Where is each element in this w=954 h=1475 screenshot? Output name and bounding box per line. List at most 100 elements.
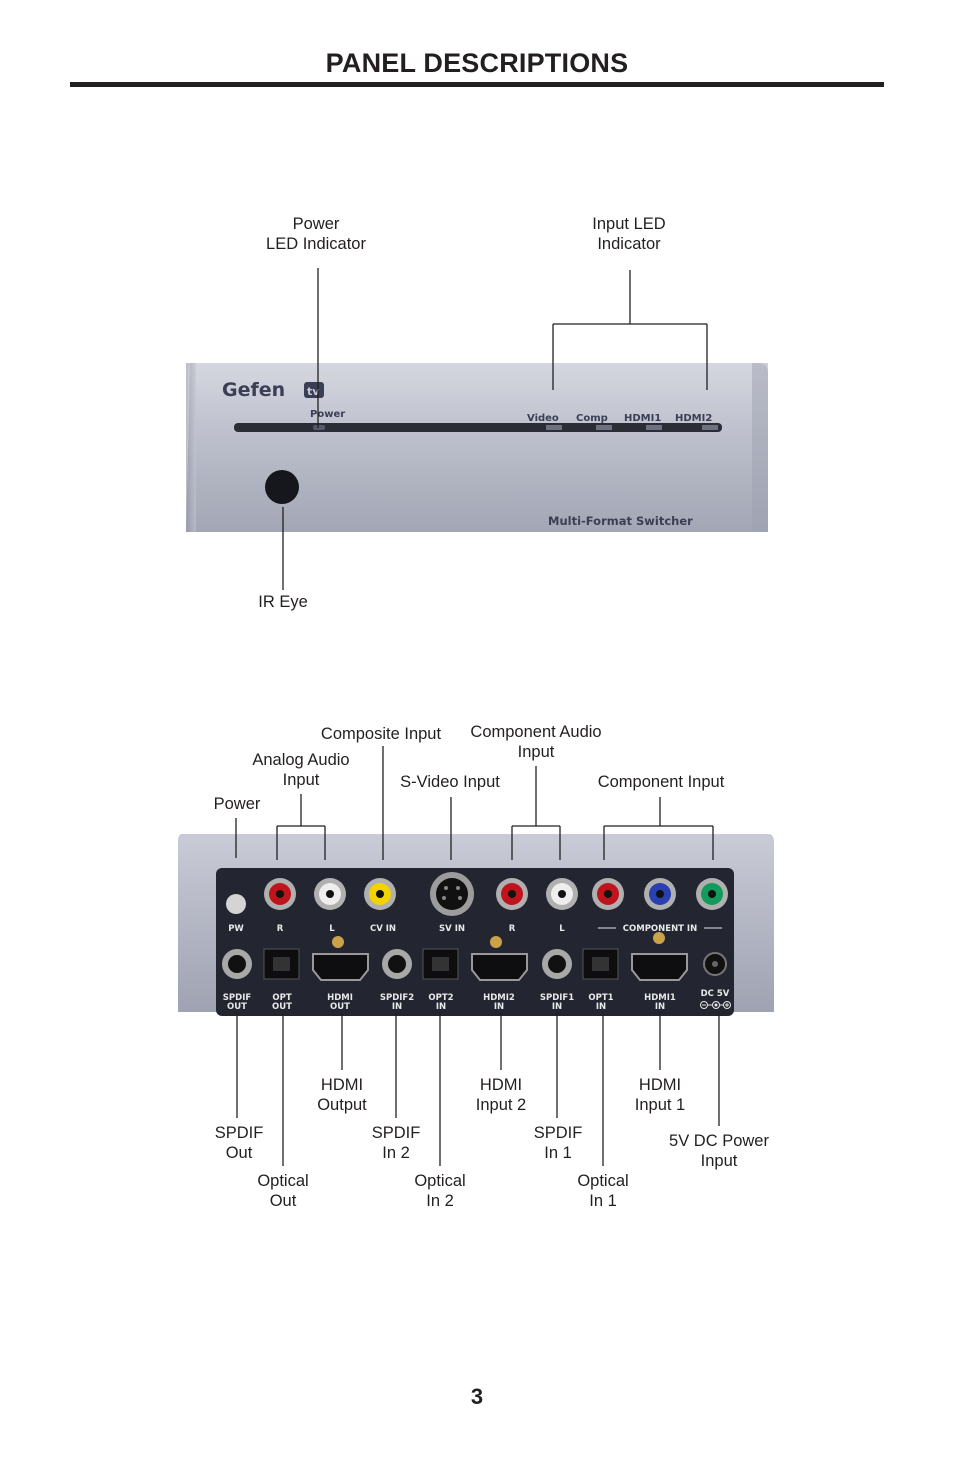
led-hdmi2 [702, 425, 718, 430]
callout-spdif-in2-line1: SPDIF [371, 1124, 421, 1142]
label-hdmi-out-2: OUT [330, 1002, 350, 1012]
label-opt-out: OPT [272, 993, 291, 1003]
callout-component-audio: Component Audio Input [456, 722, 616, 762]
callout-optical-out-line2: Out [269, 1192, 297, 1210]
callout-hdmi-input1-line1: HDMI [638, 1076, 682, 1094]
callout-hdmi-input2: HDMI Input 2 [451, 1075, 551, 1115]
label-opt1-in: OPT1 [588, 993, 613, 1003]
label-hdmi-out: HDMI [327, 993, 353, 1003]
callout-dc-power: 5V DC Power Input [654, 1131, 784, 1171]
brand-name: Gefen [222, 379, 285, 401]
callout-optical-out-line1: Optical [257, 1172, 309, 1190]
callout-spdif-out: SPDIF Out [194, 1123, 284, 1163]
led-hdmi1 [646, 425, 662, 430]
label-l: L [329, 924, 335, 934]
brand-badge: tv [307, 385, 320, 398]
input-label-hdmi2: HDMI2 [675, 413, 712, 424]
callout-spdif-out-line2: Out [225, 1144, 253, 1162]
callout-dc-power-line1: 5V DC Power [669, 1132, 769, 1150]
callout-power-led: Power LED Indicator [246, 214, 386, 254]
input-label-video: Video [527, 413, 559, 424]
model-label: Multi-Format Switcher [548, 514, 693, 528]
label-hdmi1-in-2: IN [655, 1002, 665, 1012]
label-pw: PW [228, 924, 244, 934]
label-hdmi1-in: HDMI1 [644, 993, 676, 1003]
led-comp [596, 425, 612, 430]
ir-eye-window [265, 470, 299, 504]
page-title: PANEL DESCRIPTIONS [325, 48, 629, 78]
label-comp-l: L [559, 924, 565, 934]
label-cv-in: CV IN [370, 924, 396, 934]
callout-power-led-line1: Power [292, 215, 340, 233]
callout-spdif-in2: SPDIF In 2 [351, 1123, 441, 1163]
callout-dc-power-line2: Input [700, 1152, 738, 1170]
callout-optical-in2-line1: Optical [414, 1172, 466, 1190]
callout-composite: Composite Input [306, 724, 456, 744]
label-hdmi2-in-2: IN [494, 1002, 504, 1012]
input-label-hdmi1: HDMI1 [624, 413, 661, 424]
hdmi1-in-jack [631, 953, 688, 981]
callout-power: Power [197, 794, 277, 814]
callout-analog-audio: Analog Audio Input [231, 750, 371, 790]
callout-svideo-line1: S-Video Input [400, 773, 500, 791]
callout-optical-in1: Optical In 1 [558, 1171, 648, 1211]
label-spdif-out-2: OUT [227, 1002, 247, 1012]
callout-analog-audio-line1: Analog Audio [252, 751, 350, 769]
callout-spdif-in1: SPDIF In 1 [513, 1123, 603, 1163]
input-label-comp: Comp [576, 413, 608, 424]
brand-logo: Gefen tv [222, 379, 324, 401]
callout-ir-eye-line1: IR Eye [258, 593, 308, 611]
power-led [313, 425, 325, 430]
dc-polarity-icon [700, 1001, 731, 1009]
callout-component: Component Input [586, 772, 736, 792]
callout-input-led-line1: Input LED [592, 215, 666, 233]
callout-optical-in1-line2: In 1 [589, 1192, 617, 1210]
front-panel-image: Gefen tv Power Video Comp HDMI1 HDMI2 Mu… [186, 363, 768, 532]
callout-optical-out: Optical Out [238, 1171, 328, 1211]
led-video [546, 425, 562, 430]
callout-optical-in2: Optical In 2 [395, 1171, 485, 1211]
label-spdif2-in: SPDIF2 [380, 993, 414, 1003]
callout-spdif-in1-line1: SPDIF [533, 1124, 583, 1142]
page-number: 3 [470, 1384, 484, 1409]
label-spdif1-in: SPDIF1 [540, 993, 574, 1003]
callout-power-led-line2: LED Indicator [266, 235, 366, 253]
callout-hdmi-output-line1: HDMI [320, 1076, 364, 1094]
label-comp-r: R [509, 924, 516, 934]
callout-composite-line1: Composite Input [320, 725, 442, 743]
callout-hdmi-input2-line1: HDMI [479, 1076, 523, 1094]
callout-component-line1: Component Input [597, 773, 725, 791]
label-opt2-in-2: IN [436, 1002, 446, 1012]
label-component-in: COMPONENT IN [623, 924, 697, 934]
callout-component-audio-line2: Input [517, 743, 555, 761]
callout-ir-eye: IR Eye [233, 592, 333, 612]
callout-input-led-line2: Indicator [597, 235, 661, 253]
callout-hdmi-input1: HDMI Input 1 [610, 1075, 710, 1115]
title-rule [70, 82, 884, 87]
callout-input-led: Input LED Indicator [563, 214, 695, 254]
hdmi-out-jack [312, 953, 369, 981]
pw-button [226, 894, 246, 914]
label-spdif1-in-2: IN [552, 1002, 562, 1012]
callout-hdmi-output-line2: Output [317, 1096, 367, 1114]
bottom-connectors [222, 948, 727, 981]
callout-analog-audio-line2: Input [282, 771, 320, 789]
label-hdmi2-in: HDMI2 [483, 993, 515, 1003]
label-opt-out-2: OUT [272, 1002, 292, 1012]
callout-svideo: S-Video Input [385, 772, 515, 792]
callout-hdmi-input1-line2: Input 1 [634, 1096, 686, 1114]
label-spdif2-in-2: IN [392, 1002, 402, 1012]
callout-component-audio-line1: Component Audio [470, 723, 602, 741]
callout-power-line1: Power [213, 795, 261, 813]
label-r: R [277, 924, 284, 934]
label-sv-in: SV IN [439, 924, 465, 934]
back-panel-image: PW R L CV IN SV IN R L COMPONENT IN SPDI… [178, 834, 774, 1016]
callout-spdif-out-line1: SPDIF [214, 1124, 264, 1142]
label-opt2-in: OPT2 [428, 993, 453, 1003]
label-dc-5v: DC 5V [701, 989, 730, 999]
rca-jacks [264, 872, 728, 916]
hdmi2-in-jack [471, 953, 528, 981]
callout-hdmi-output: HDMI Output [292, 1075, 392, 1115]
callout-spdif-in2-line2: In 2 [382, 1144, 410, 1162]
label-opt1-in-2: IN [596, 1002, 606, 1012]
